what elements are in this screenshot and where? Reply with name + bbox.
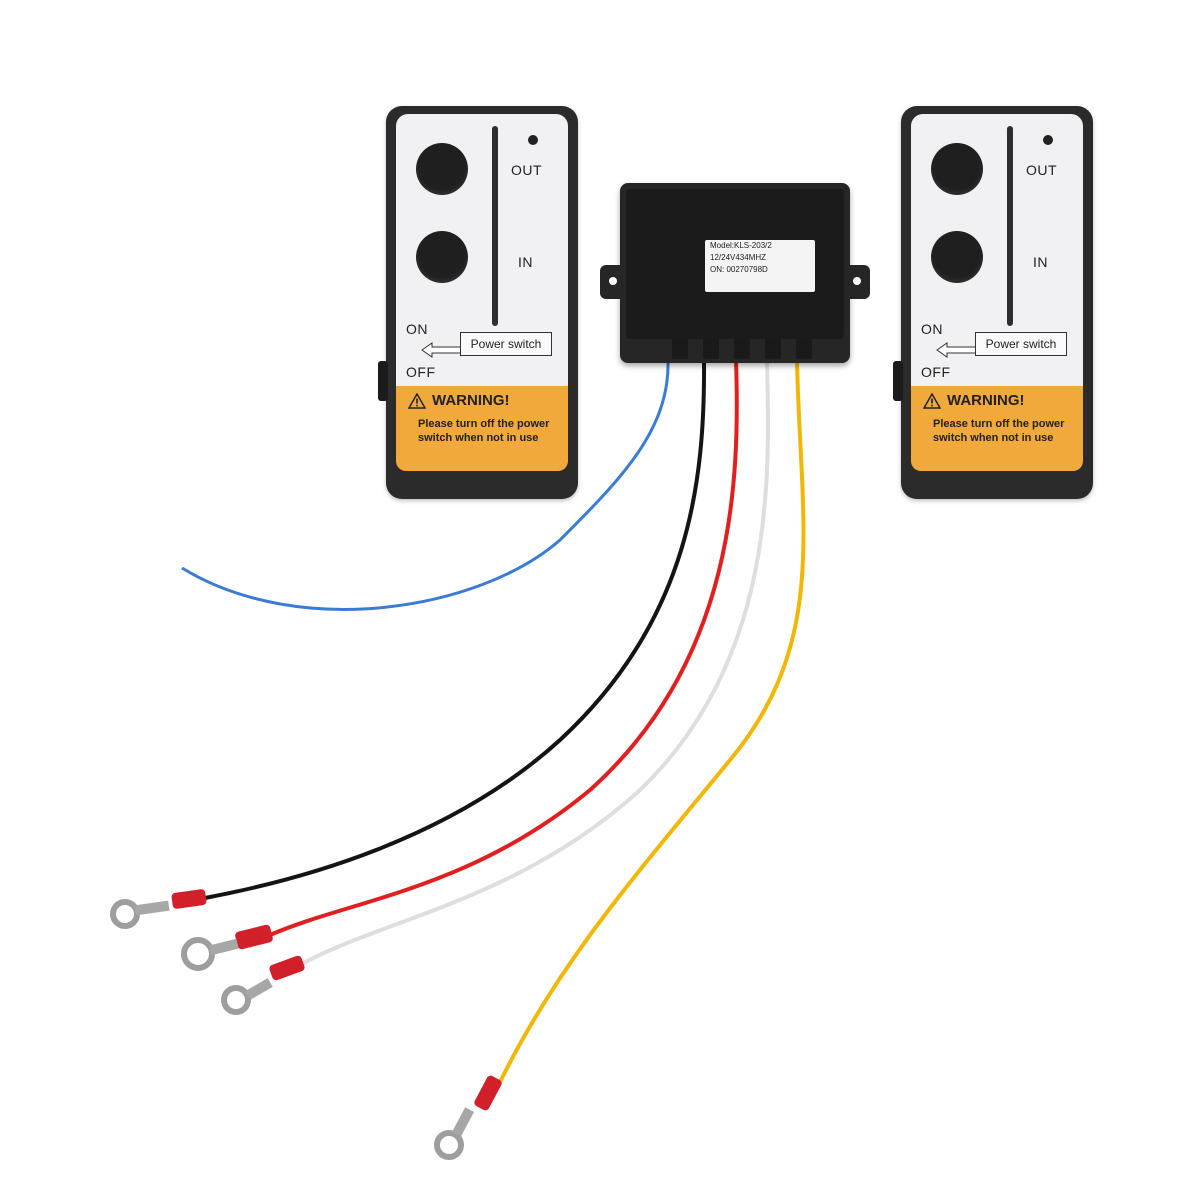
red-wire: [269, 359, 739, 937]
power-switch-label: Power switch: [460, 332, 552, 356]
in-label: IN: [518, 254, 533, 270]
warning-icon: [923, 393, 941, 409]
port: [765, 339, 781, 359]
mounting-ear-left: [600, 265, 626, 299]
out-label: OUT: [511, 162, 543, 178]
receiver-label: Model:KLS-203/2 12/24V434MHZ ON: 0027079…: [705, 240, 815, 292]
wire-ports: [672, 339, 812, 359]
model-text: Model:KLS-203/2: [710, 241, 772, 250]
remote-faceplate: OUT IN ON OFF Power switch: [911, 114, 1083, 414]
port: [672, 339, 688, 359]
out-button[interactable]: [931, 143, 983, 195]
blue-wire: [181, 359, 670, 611]
off-label: OFF: [406, 364, 436, 380]
white-wire: [299, 359, 770, 967]
in-label: IN: [1033, 254, 1048, 270]
warning-panel: WARNING! Please turn off the power switc…: [911, 386, 1083, 471]
remote-control-right: OUT IN ON OFF Power switch WARNING! Plea…: [893, 106, 1093, 499]
remote-divider: [492, 126, 498, 326]
yellow-wire: [498, 359, 806, 1083]
warning-text: Please turn off the power switch when no…: [933, 418, 1065, 444]
red-ring-terminal: [181, 924, 273, 971]
on-label: ON: [921, 321, 943, 337]
in-button[interactable]: [931, 231, 983, 283]
serial-text: ON: 00270798D: [710, 265, 768, 274]
port: [796, 339, 812, 359]
spec-text: 12/24V434MHZ: [710, 253, 767, 262]
out-label: OUT: [1026, 162, 1058, 178]
black-wire: [204, 359, 707, 900]
out-button[interactable]: [416, 143, 468, 195]
warning-panel: WARNING! Please turn off the power switc…: [396, 386, 568, 471]
mounting-ear-right: [844, 265, 870, 299]
led-indicator: [1043, 135, 1053, 145]
port: [734, 339, 750, 359]
receiver-box: Model:KLS-203/2 12/24V434MHZ ON: 0027079…: [600, 183, 870, 363]
power-switch[interactable]: [378, 361, 388, 401]
led-indicator: [528, 135, 538, 145]
power-switch[interactable]: [893, 361, 903, 401]
on-label: ON: [406, 321, 428, 337]
port: [703, 339, 719, 359]
black-ring-terminal: [110, 889, 207, 929]
remote-faceplate: OUT IN ON OFF Power switch: [396, 114, 568, 414]
in-button[interactable]: [416, 231, 468, 283]
remote-control-left: OUT IN ON OFF Power switch WARNING! Plea…: [378, 106, 578, 499]
power-switch-label: Power switch: [975, 332, 1067, 356]
white-ring-terminal: [221, 955, 305, 1015]
warning-text: Please turn off the power switch when no…: [418, 418, 550, 444]
warning-icon: [408, 393, 426, 409]
warning-title: WARNING!: [432, 392, 510, 409]
remote-divider: [1007, 126, 1013, 326]
warning-title: WARNING!: [947, 392, 1025, 409]
off-label: OFF: [921, 364, 951, 380]
yellow-ring-terminal: [434, 1075, 502, 1160]
